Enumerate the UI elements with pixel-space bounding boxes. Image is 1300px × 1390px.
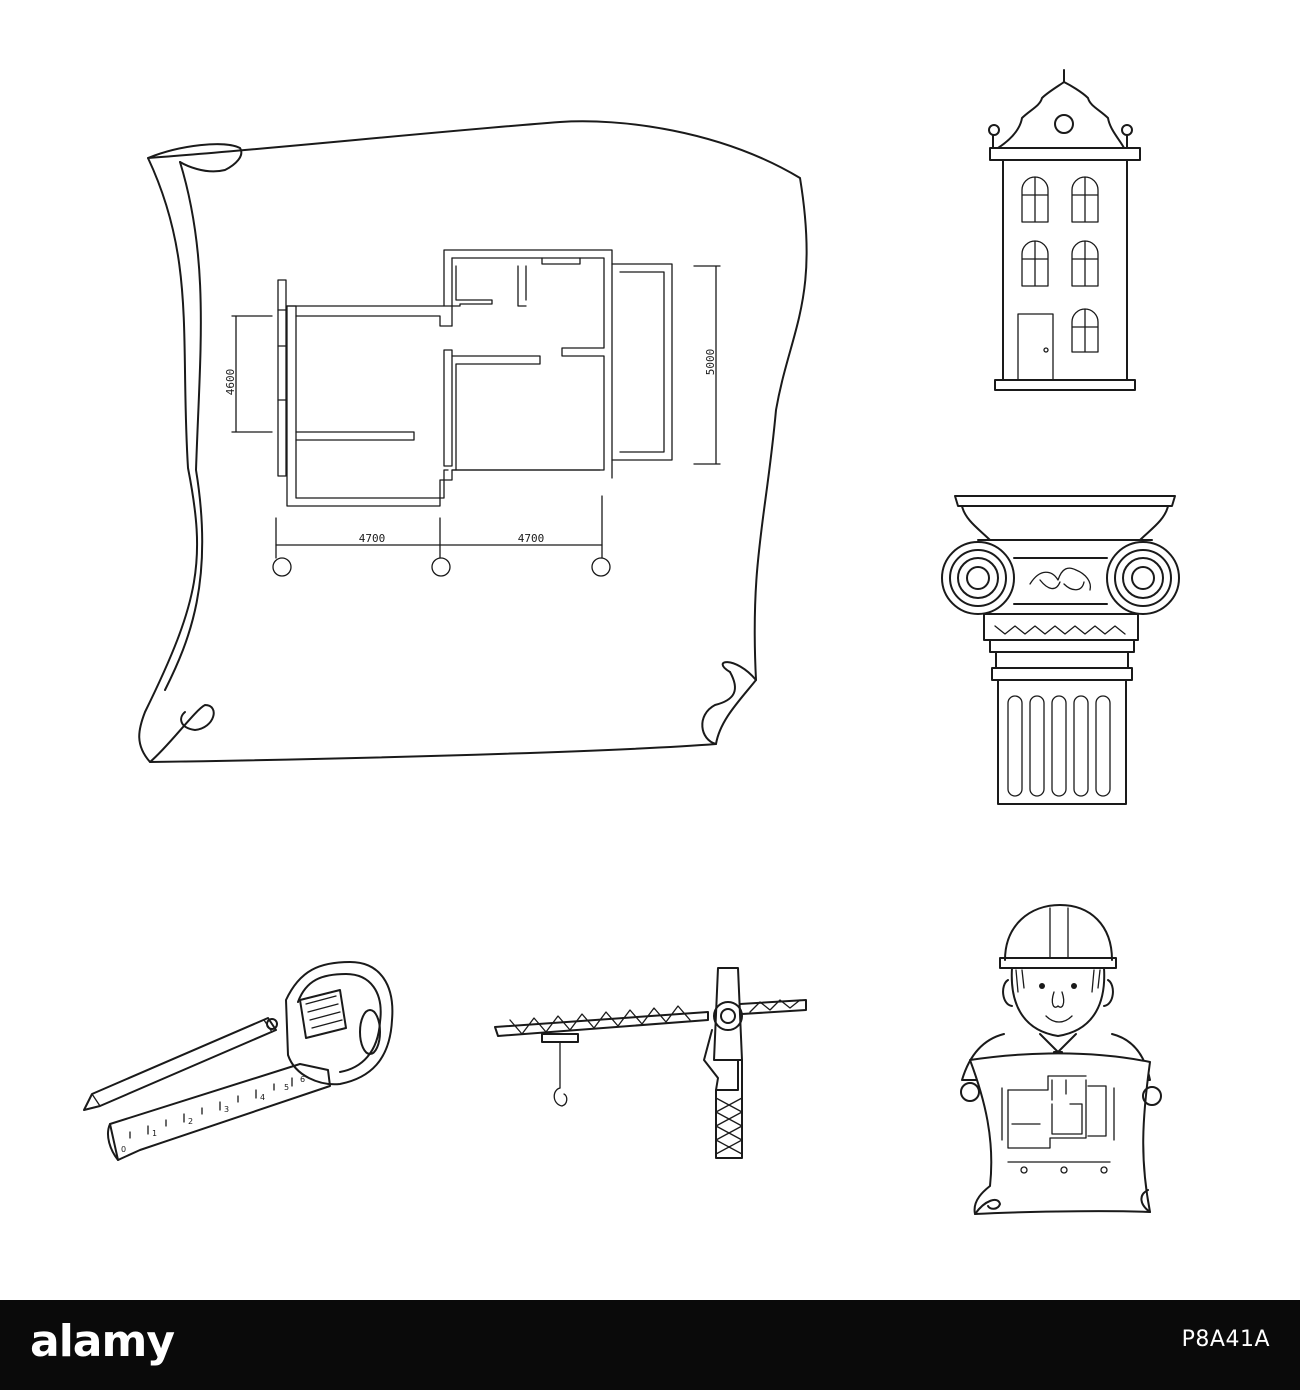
tower-crane-icon <box>495 968 806 1158</box>
dimension-label-5000: 5000 <box>704 349 717 376</box>
mini-floor-plan <box>1002 1076 1114 1173</box>
tape-tick-1: 1 <box>152 1129 157 1138</box>
dimension-label-4700-right: 4700 <box>518 532 545 545</box>
floor-plan <box>278 250 672 506</box>
alamy-logo: alamy <box>30 1314 220 1376</box>
tape-tick-0: 0 <box>121 1145 126 1154</box>
dimension-label-4700-left: 4700 <box>359 532 386 545</box>
dimension-label-4600: 4600 <box>224 369 237 396</box>
tape-tick-3: 3 <box>224 1105 229 1114</box>
column-flutes <box>1008 696 1110 796</box>
tape-tick-5: 5 <box>284 1083 289 1092</box>
tape-measure-icon: 0 1 2 3 4 5 6 <box>84 962 392 1160</box>
image-id-label: P8A41A <box>1181 1327 1270 1352</box>
engineer-icon <box>961 905 1161 1214</box>
ionic-column-icon <box>942 496 1179 804</box>
townhouse-windows <box>1018 177 1098 380</box>
svg-text:alamy: alamy <box>30 1316 174 1367</box>
tape-tick-4: 4 <box>260 1093 265 1102</box>
townhouse-icon <box>989 70 1140 390</box>
tape-tick-2: 2 <box>188 1117 193 1126</box>
footer-bar: alamy P8A41A <box>0 1300 1300 1390</box>
icon-set-canvas: 4600 5000 4700 4700 <box>0 0 1300 1300</box>
dimension-lines <box>232 266 720 576</box>
tape-tick-6: 6 <box>300 1075 305 1084</box>
blueprint-icon: 4600 5000 4700 4700 <box>139 121 806 762</box>
